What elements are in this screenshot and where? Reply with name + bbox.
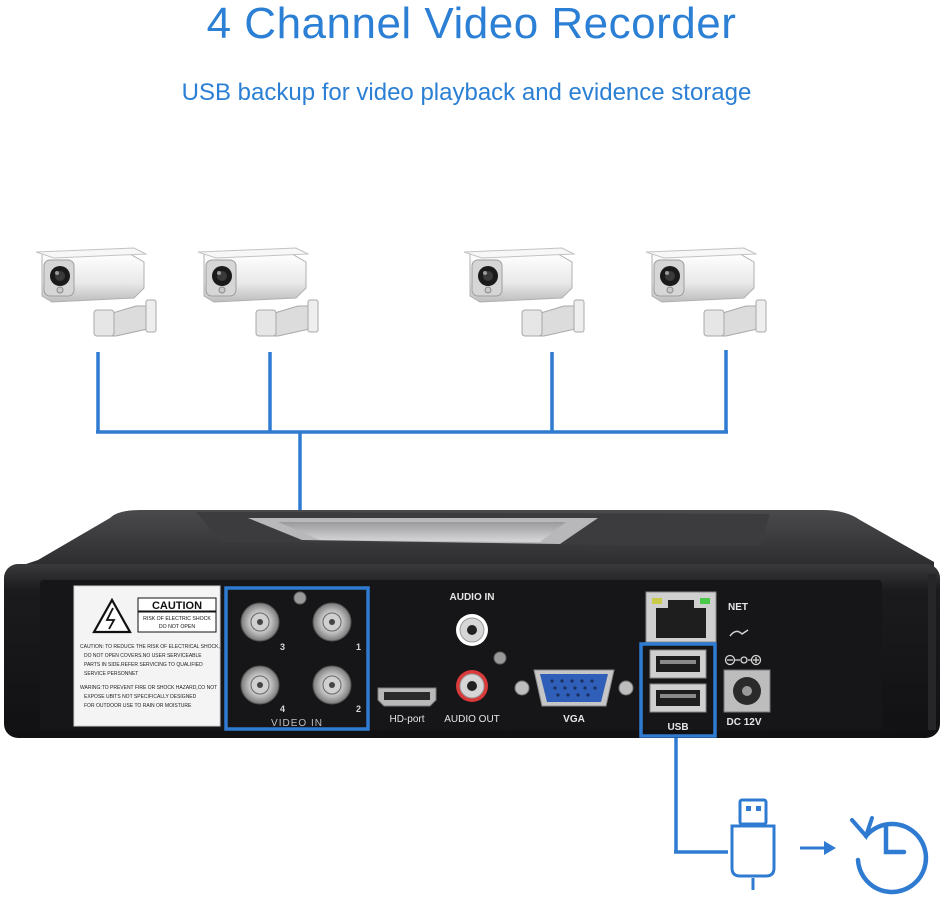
camera-3 bbox=[463, 247, 585, 337]
dc-power-port: DC 12V bbox=[723, 654, 771, 728]
warning-triangle-icon bbox=[92, 597, 132, 634]
bnc-connector bbox=[240, 602, 280, 642]
page-title: 4 Channel Video Recorder bbox=[206, 0, 737, 48]
channel-number: 2 bbox=[356, 704, 361, 714]
network-port: NET bbox=[645, 591, 749, 643]
page-subtitle: USB backup for video playback and eviden… bbox=[181, 79, 752, 106]
video-recorder-device: CAUTION RISK OF ELECTRIC SHOCK DO NOT OP… bbox=[4, 510, 940, 738]
clock-backup-icon bbox=[850, 816, 929, 895]
caution-title: CAUTION bbox=[152, 600, 202, 612]
warning-line: PARTS IN SIDE.REFER SERVICING TO QUALIFI… bbox=[84, 662, 203, 668]
warning-line: WARING:TO PREVENT FIRE OR SHOCK HAZARD,C… bbox=[80, 685, 217, 691]
caution-sub2: DO NOT OPEN bbox=[159, 624, 195, 630]
camera-4 bbox=[645, 247, 767, 337]
caution-label: CAUTION RISK OF ELECTRIC SHOCK DO NOT OP… bbox=[73, 585, 221, 727]
bnc-connector bbox=[312, 602, 352, 642]
channel-number: 1 bbox=[356, 642, 361, 652]
warning-line: CAUTION: TO REDUCE THE RISK OF ELECTRICA… bbox=[80, 644, 220, 650]
camera-1 bbox=[35, 247, 157, 337]
warning-line: DO NOT OPEN COVERS.NO USER SERVICEABLE bbox=[84, 653, 202, 659]
channel-number: 3 bbox=[280, 642, 285, 652]
warning-line: FOR OUTDOOR USE TO RAIN OR MOISTURE bbox=[84, 703, 192, 709]
caution-sub1: RISK OF ELECTRIC SHOCK bbox=[143, 616, 211, 622]
usb-backup-line bbox=[674, 738, 728, 854]
usb-plug-icon bbox=[730, 798, 776, 890]
audio-out-label: AUDIO OUT bbox=[444, 714, 500, 725]
usb-label: USB bbox=[667, 722, 688, 733]
video-in-label: VIDEO IN bbox=[271, 718, 323, 729]
warning-line: SERVICE PERSONNET bbox=[84, 671, 138, 677]
channel-number: 4 bbox=[280, 704, 285, 714]
audio-in-label: AUDIO IN bbox=[450, 592, 495, 603]
arrow-right-icon bbox=[800, 841, 836, 855]
bnc-connector bbox=[240, 665, 280, 705]
camera-2 bbox=[197, 247, 319, 337]
usb-ports: USB bbox=[639, 642, 717, 738]
video-in-ports: 3 1 4 2 VIDEO IN bbox=[224, 586, 370, 731]
audio-ports: AUDIO IN AUDIO OUT bbox=[444, 592, 507, 725]
vga-port: VGA bbox=[514, 669, 634, 725]
vga-label: VGA bbox=[563, 714, 585, 725]
dc-label: DC 12V bbox=[726, 717, 761, 728]
hdport-label: HD-port bbox=[389, 714, 424, 725]
bnc-connector bbox=[312, 665, 352, 705]
net-label: NET bbox=[728, 602, 748, 613]
hdmi-port: HD-port bbox=[377, 687, 437, 725]
warning-line: EXPOSE UBITS NOT SPECIFICALLY DESIGNED bbox=[84, 694, 197, 700]
